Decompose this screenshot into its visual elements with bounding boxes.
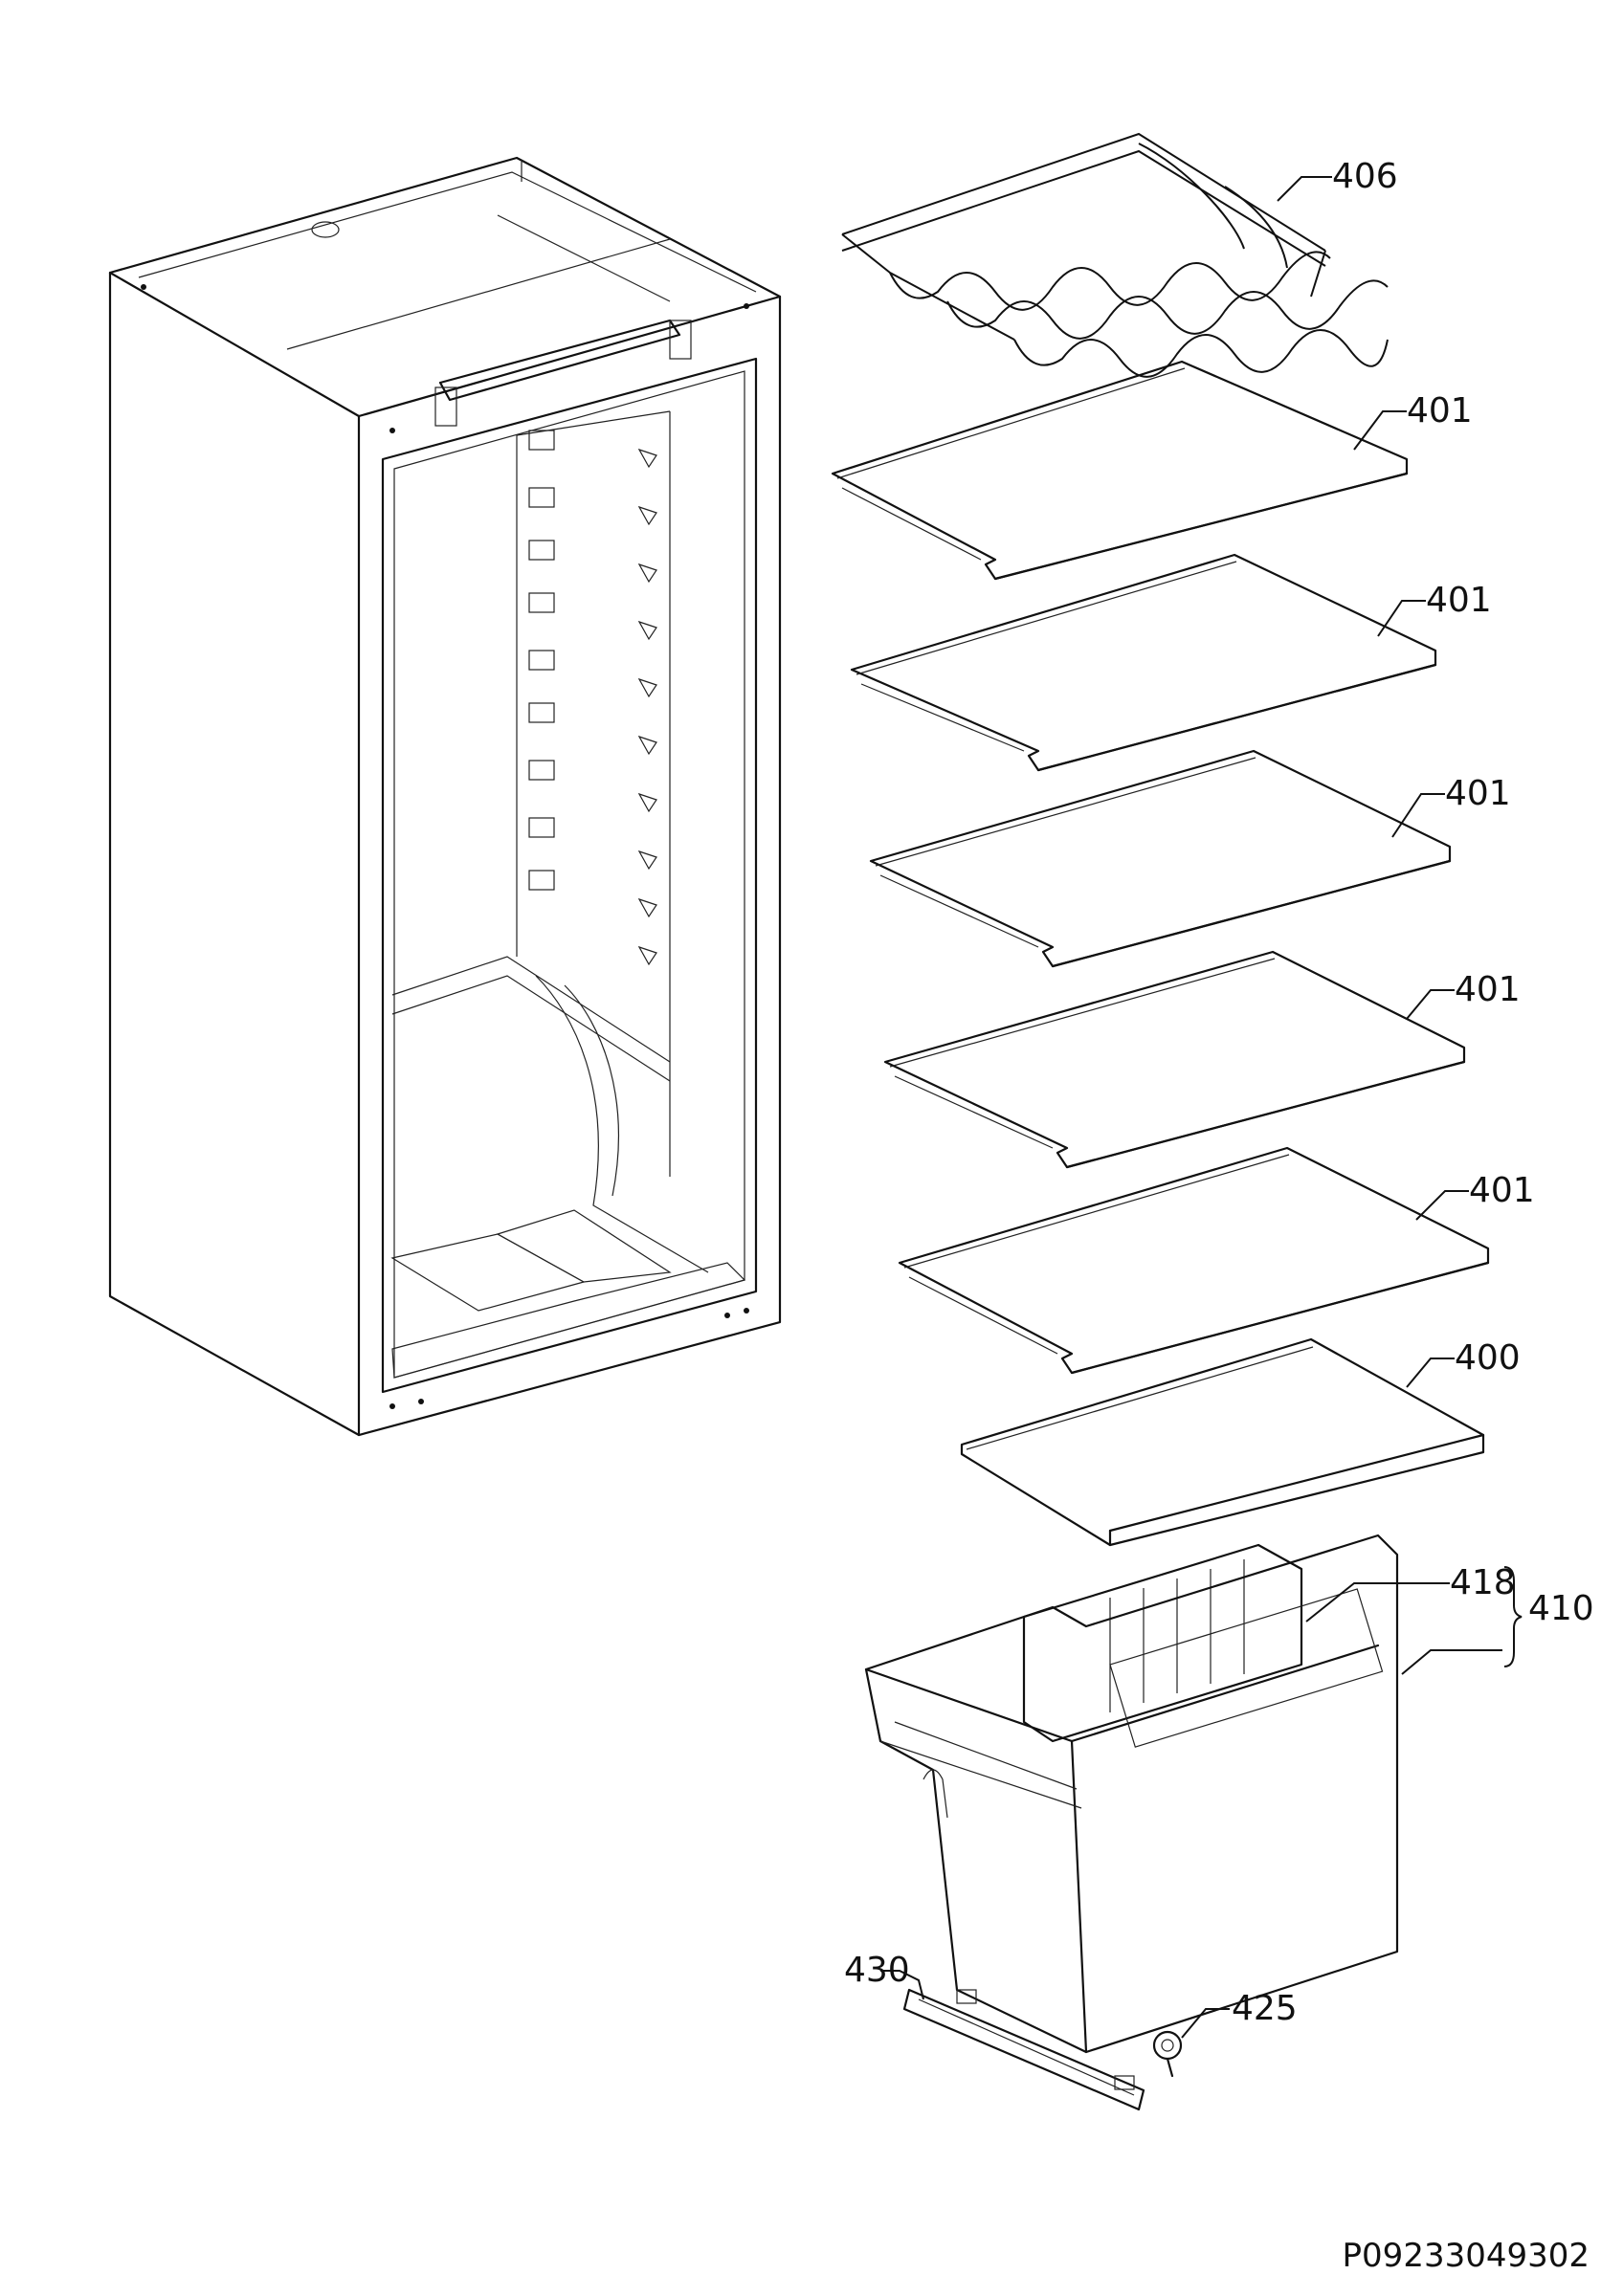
crisper-drawer-410	[864, 1534, 1399, 2054]
label-401-shelf-4: 401	[1455, 970, 1521, 1009]
glass-shelf-401-1	[831, 360, 1409, 581]
refrigerator-cabinet	[108, 156, 782, 1437]
label-430: 430	[844, 1951, 910, 1990]
glass-shelf-401-2	[850, 553, 1437, 772]
label-425: 425	[1232, 1989, 1298, 2028]
drawer-rail-430	[902, 1988, 1145, 2111]
shelf-supports	[528, 430, 657, 966]
glass-shelf-401-4	[883, 950, 1466, 1169]
wine-rack-406	[841, 132, 1389, 378]
label-401-shelf-5: 401	[1469, 1171, 1535, 1210]
clip-425	[1152, 2030, 1183, 2078]
label-401-shelf-1: 401	[1407, 391, 1473, 430]
drawing-code: P09233049302	[1343, 2237, 1590, 2275]
label-401-shelf-3: 401	[1445, 774, 1511, 813]
label-406: 406	[1332, 157, 1398, 196]
bottom-shelf-400	[960, 1337, 1485, 1547]
label-400: 400	[1455, 1338, 1521, 1378]
leader-lines	[880, 176, 1523, 2039]
label-418: 418	[1450, 1563, 1516, 1602]
glass-shelf-401-5	[898, 1146, 1490, 1375]
glass-shelf-401-3	[869, 749, 1452, 968]
label-410: 410	[1528, 1589, 1594, 1628]
label-401-shelf-2: 401	[1426, 581, 1492, 620]
